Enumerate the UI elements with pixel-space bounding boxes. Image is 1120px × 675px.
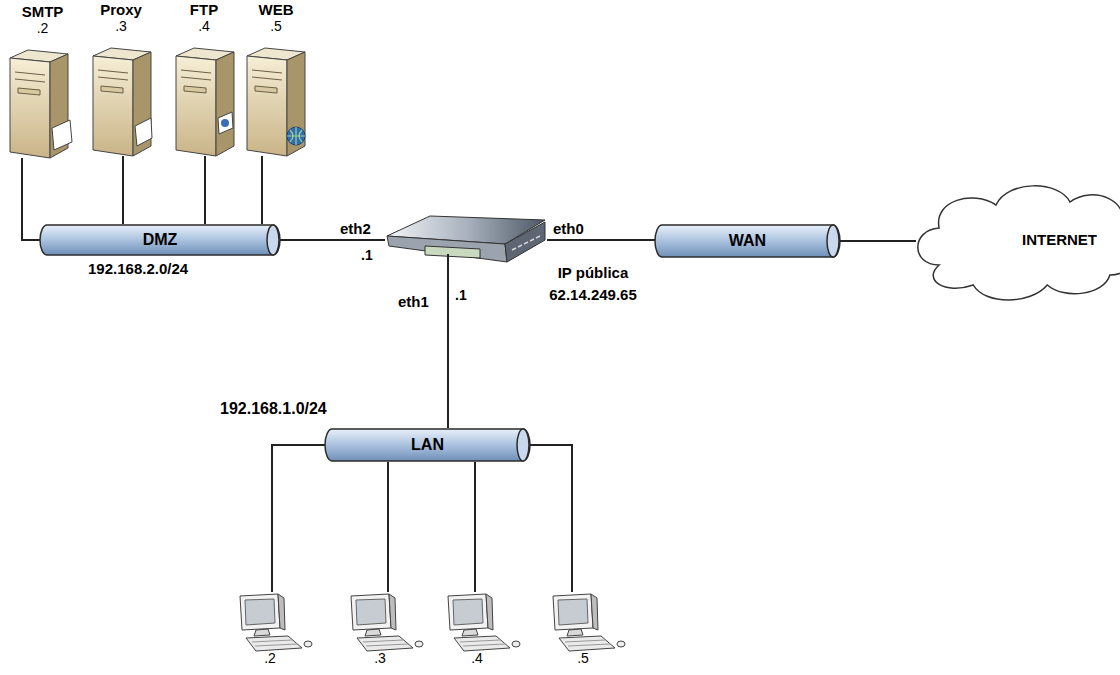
network-link [387,462,389,592]
bus-end [827,225,839,257]
pc-icon [351,594,423,651]
node-sublabel: 192.168.2.0/24 [88,260,188,277]
bus-end [517,429,529,461]
node-label: FTP [190,1,218,18]
network-link [261,156,263,224]
router-icon-part [425,246,480,258]
interface-label: eth0 [553,220,584,237]
proxy-emblem [135,118,152,146]
network-link [204,156,206,224]
bus-body [40,225,280,255]
node-label: .5 [577,650,589,666]
node-label: SMTP [22,3,64,20]
router-icon [387,216,545,262]
interface-label: eth2 [340,220,371,237]
ftp-emblem [218,112,233,134]
node-label: LAN [411,436,444,454]
server-icon [93,48,152,156]
bus-body [655,225,840,257]
network-bus: LAN192.168.1.0/24 [325,428,530,462]
node-sublabel: 192.168.1.0/24 [220,400,327,418]
router-icon-part [512,236,540,250]
interface-label: eth1 [398,293,429,310]
bus-end [267,225,279,255]
server-node: Proxy.3 [88,1,154,156]
pc-icon [448,594,520,651]
node-label: IP pública 62.14.249.65 [530,262,656,306]
bus-body [325,429,530,461]
network-link [122,156,124,224]
pc-icon [240,594,312,651]
server-icon [176,48,234,156]
node-label: .2 [264,650,276,666]
network-bus: DMZ192.168.2.0/24 [40,224,280,256]
node-label: .3 [374,650,386,666]
node-label: DMZ [143,231,178,249]
router-icon-part [505,222,545,262]
network-link [474,462,476,592]
server-icon [247,48,305,156]
server-icon [176,48,234,156]
node-label: Proxy [100,1,142,18]
pc-icon [553,594,625,651]
node-sublabel: .3 [115,18,127,34]
node-label: WEB [259,1,294,18]
network-link [547,239,655,241]
network-bus: WAN [655,224,840,258]
pc-node: .3 [335,592,425,672]
node-sublabel: .2 [37,20,49,36]
server-icon [10,50,72,158]
network-link [840,240,916,242]
server-node: WEB.5 [245,1,307,156]
node-label: INTERNET [1022,231,1097,248]
node-sublabel: .5 [270,18,282,34]
node-label: WAN [729,232,766,250]
mail-emblem [52,120,72,150]
server-node: FTP.4 [172,1,236,156]
ftp-emblem [221,119,229,127]
globe-emblem [287,127,305,145]
pc-node: .5 [538,592,628,672]
internet-cloud: INTERNET [905,170,1120,310]
pc-node: .4 [432,592,522,672]
network-link [530,445,572,592]
network-link [447,254,449,428]
firewall-router: IP pública 62.14.249.65 [385,214,547,254]
server-icon [247,48,305,156]
network-link [272,445,325,592]
node-sublabel: .4 [198,18,210,34]
server-icon [93,48,151,156]
pc-node: .2 [225,592,315,672]
globe-emblem [287,127,305,145]
network-link [22,158,40,240]
network-link [280,239,385,241]
cloud-path [918,186,1120,300]
address-label: .1 [455,287,467,303]
address-label: .1 [361,247,373,263]
node-label: .4 [471,650,483,666]
server-node: SMTP.2 [5,3,80,158]
